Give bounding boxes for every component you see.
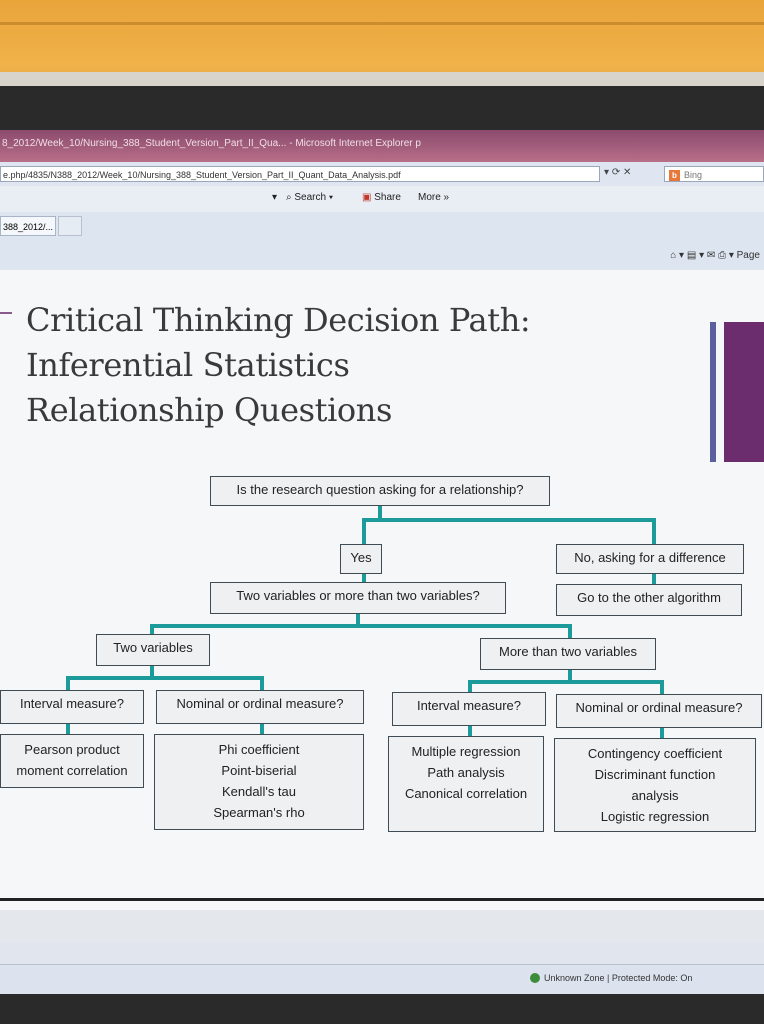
node-yes: Yes [340,544,382,574]
tab-pdf[interactable]: 388_2012/... [0,216,56,236]
node-nominal-measure: Nominal or ordinal measure? [556,694,762,728]
home-icon[interactable]: ⌂ [670,250,677,261]
leaf-regression: Multiple regression Path analysis Canoni… [388,736,544,832]
feeds-icon[interactable]: ▤ [686,250,697,261]
share-icon: ▣ [362,192,372,203]
connector [66,722,70,736]
connector [260,722,264,736]
connector [66,676,70,692]
node-nominal-measure: Nominal or ordinal measure? [156,690,364,724]
command-bar: ▾ ⌕ Search ▾ ▣ Share More » [0,186,764,213]
node-other-algorithm: Go to the other algorithm [556,584,742,616]
connector [468,724,472,738]
page-menu[interactable]: Page [736,250,760,261]
leaf-text: Multiple regression [411,744,521,759]
wall-stripe [0,22,764,25]
leaf-text: Path analysis [427,765,505,780]
connector [150,624,154,636]
more-button[interactable]: More » [418,192,450,203]
leaf-nominal-tests: Phi coefficient Point-biserial Kendall's… [154,734,364,830]
connector [356,612,360,626]
new-tab-button[interactable] [58,216,82,236]
leaf-text: Contingency coefficient [587,746,723,761]
monitor-screen: 8_2012/Week_10/Nursing_388_Student_Versi… [0,130,764,994]
connector [362,518,654,522]
security-zone[interactable]: Unknown Zone | Protected Mode: On [530,973,692,983]
leaf-text: Spearman's rho [213,805,305,820]
node-two-variables: Two variables [96,634,210,666]
zone-text: Unknown Zone | Protected Mode: On [544,973,693,983]
title-line-1: Critical Thinking Decision Path: [26,301,531,339]
title-line-3: Relationship Questions [26,391,393,429]
connector [362,518,366,546]
connector [568,668,572,682]
leaf-text: Canonical correlation [404,786,528,801]
node-interval-measure: Interval measure? [0,690,144,724]
print-icon[interactable]: ⎙ [718,250,727,261]
bing-logo-icon: b [669,170,680,181]
node-interval-measure: Interval measure? [392,692,546,726]
status-bar: Unknown Zone | Protected Mode: On [0,964,764,994]
accent-bar-purple [724,322,764,462]
share-button-label: Share [374,192,401,203]
connector [468,680,664,684]
leaf-text: Phi coefficient [218,742,300,757]
connector [468,680,472,694]
tab-row: 388_2012/... ⌂ ▾ ▤ ▾ ✉ ⎙ ▾ Page [0,212,764,271]
leaf-contingency: Contingency coefficient Discriminant fun… [554,738,756,832]
search-button[interactable]: ⌕ Search ▾ [286,192,334,203]
address-controls: ▾ ⟳ ✕ [604,167,631,178]
globe-icon [530,973,540,983]
pdf-slide: Critical Thinking Decision Path: Inferen… [0,270,764,910]
leaf-text: moment correlation [16,763,128,778]
refresh-icon[interactable]: ⟳ [611,167,621,178]
connector [660,680,664,696]
page-toolbar: ⌂ ▾ ▤ ▾ ✉ ⎙ ▾ Page [670,250,760,261]
title-line-2: Inferential Statistics [26,346,350,384]
dropdown-icon[interactable]: ▾ [604,167,610,178]
connector [568,624,572,640]
leaf-text: Point-biserial [221,763,297,778]
slide-title: Critical Thinking Decision Path: Inferen… [26,298,531,433]
node-no-difference: No, asking for a difference [556,544,744,574]
chevron-down-icon[interactable]: ▾ [272,192,278,203]
leaf-text: Discriminant function [594,767,716,782]
connector [150,664,154,678]
slide-divider [0,898,764,901]
horizontal-scrollbar[interactable] [0,942,764,964]
decision-flowchart: Is the research question asking for a re… [0,468,764,868]
connector [652,574,656,586]
leaf-text: Pearson product [24,742,120,757]
url-field[interactable]: e.php/4835/N388_2012/Week_10/Nursing_388… [0,166,600,182]
search-button-label: Search [294,192,327,203]
connector [652,518,656,546]
node-relationship-question: Is the research question asking for a re… [210,476,550,506]
search-engine-label: Bing [684,170,703,180]
node-variables-question: Two variables or more than two variables… [210,582,506,614]
share-button[interactable]: ▣ Share [362,192,401,203]
leaf-text: Kendall's tau [221,784,297,799]
connector [362,572,366,584]
leaf-text: Logistic regression [600,809,710,824]
window-title: 8_2012/Week_10/Nursing_388_Student_Versi… [2,138,421,149]
leaf-pearson: Pearson product moment correlation [0,734,144,788]
window-titlebar: 8_2012/Week_10/Nursing_388_Student_Versi… [0,130,764,162]
connector [660,726,664,740]
address-bar: e.php/4835/N388_2012/Week_10/Nursing_388… [0,162,764,187]
accent-bar-blue [710,322,716,462]
connector [260,676,264,692]
mail-icon[interactable]: ✉ [706,250,716,261]
connector [378,504,382,520]
search-box[interactable]: b Bing [664,166,764,182]
node-more-variables: More than two variables [480,638,656,670]
leaf-text: analysis [631,788,679,803]
title-bullet [0,312,12,314]
search-icon: ⌕ [286,192,292,203]
connector [150,624,570,628]
stop-icon[interactable]: ✕ [622,167,632,178]
connector [66,676,264,680]
